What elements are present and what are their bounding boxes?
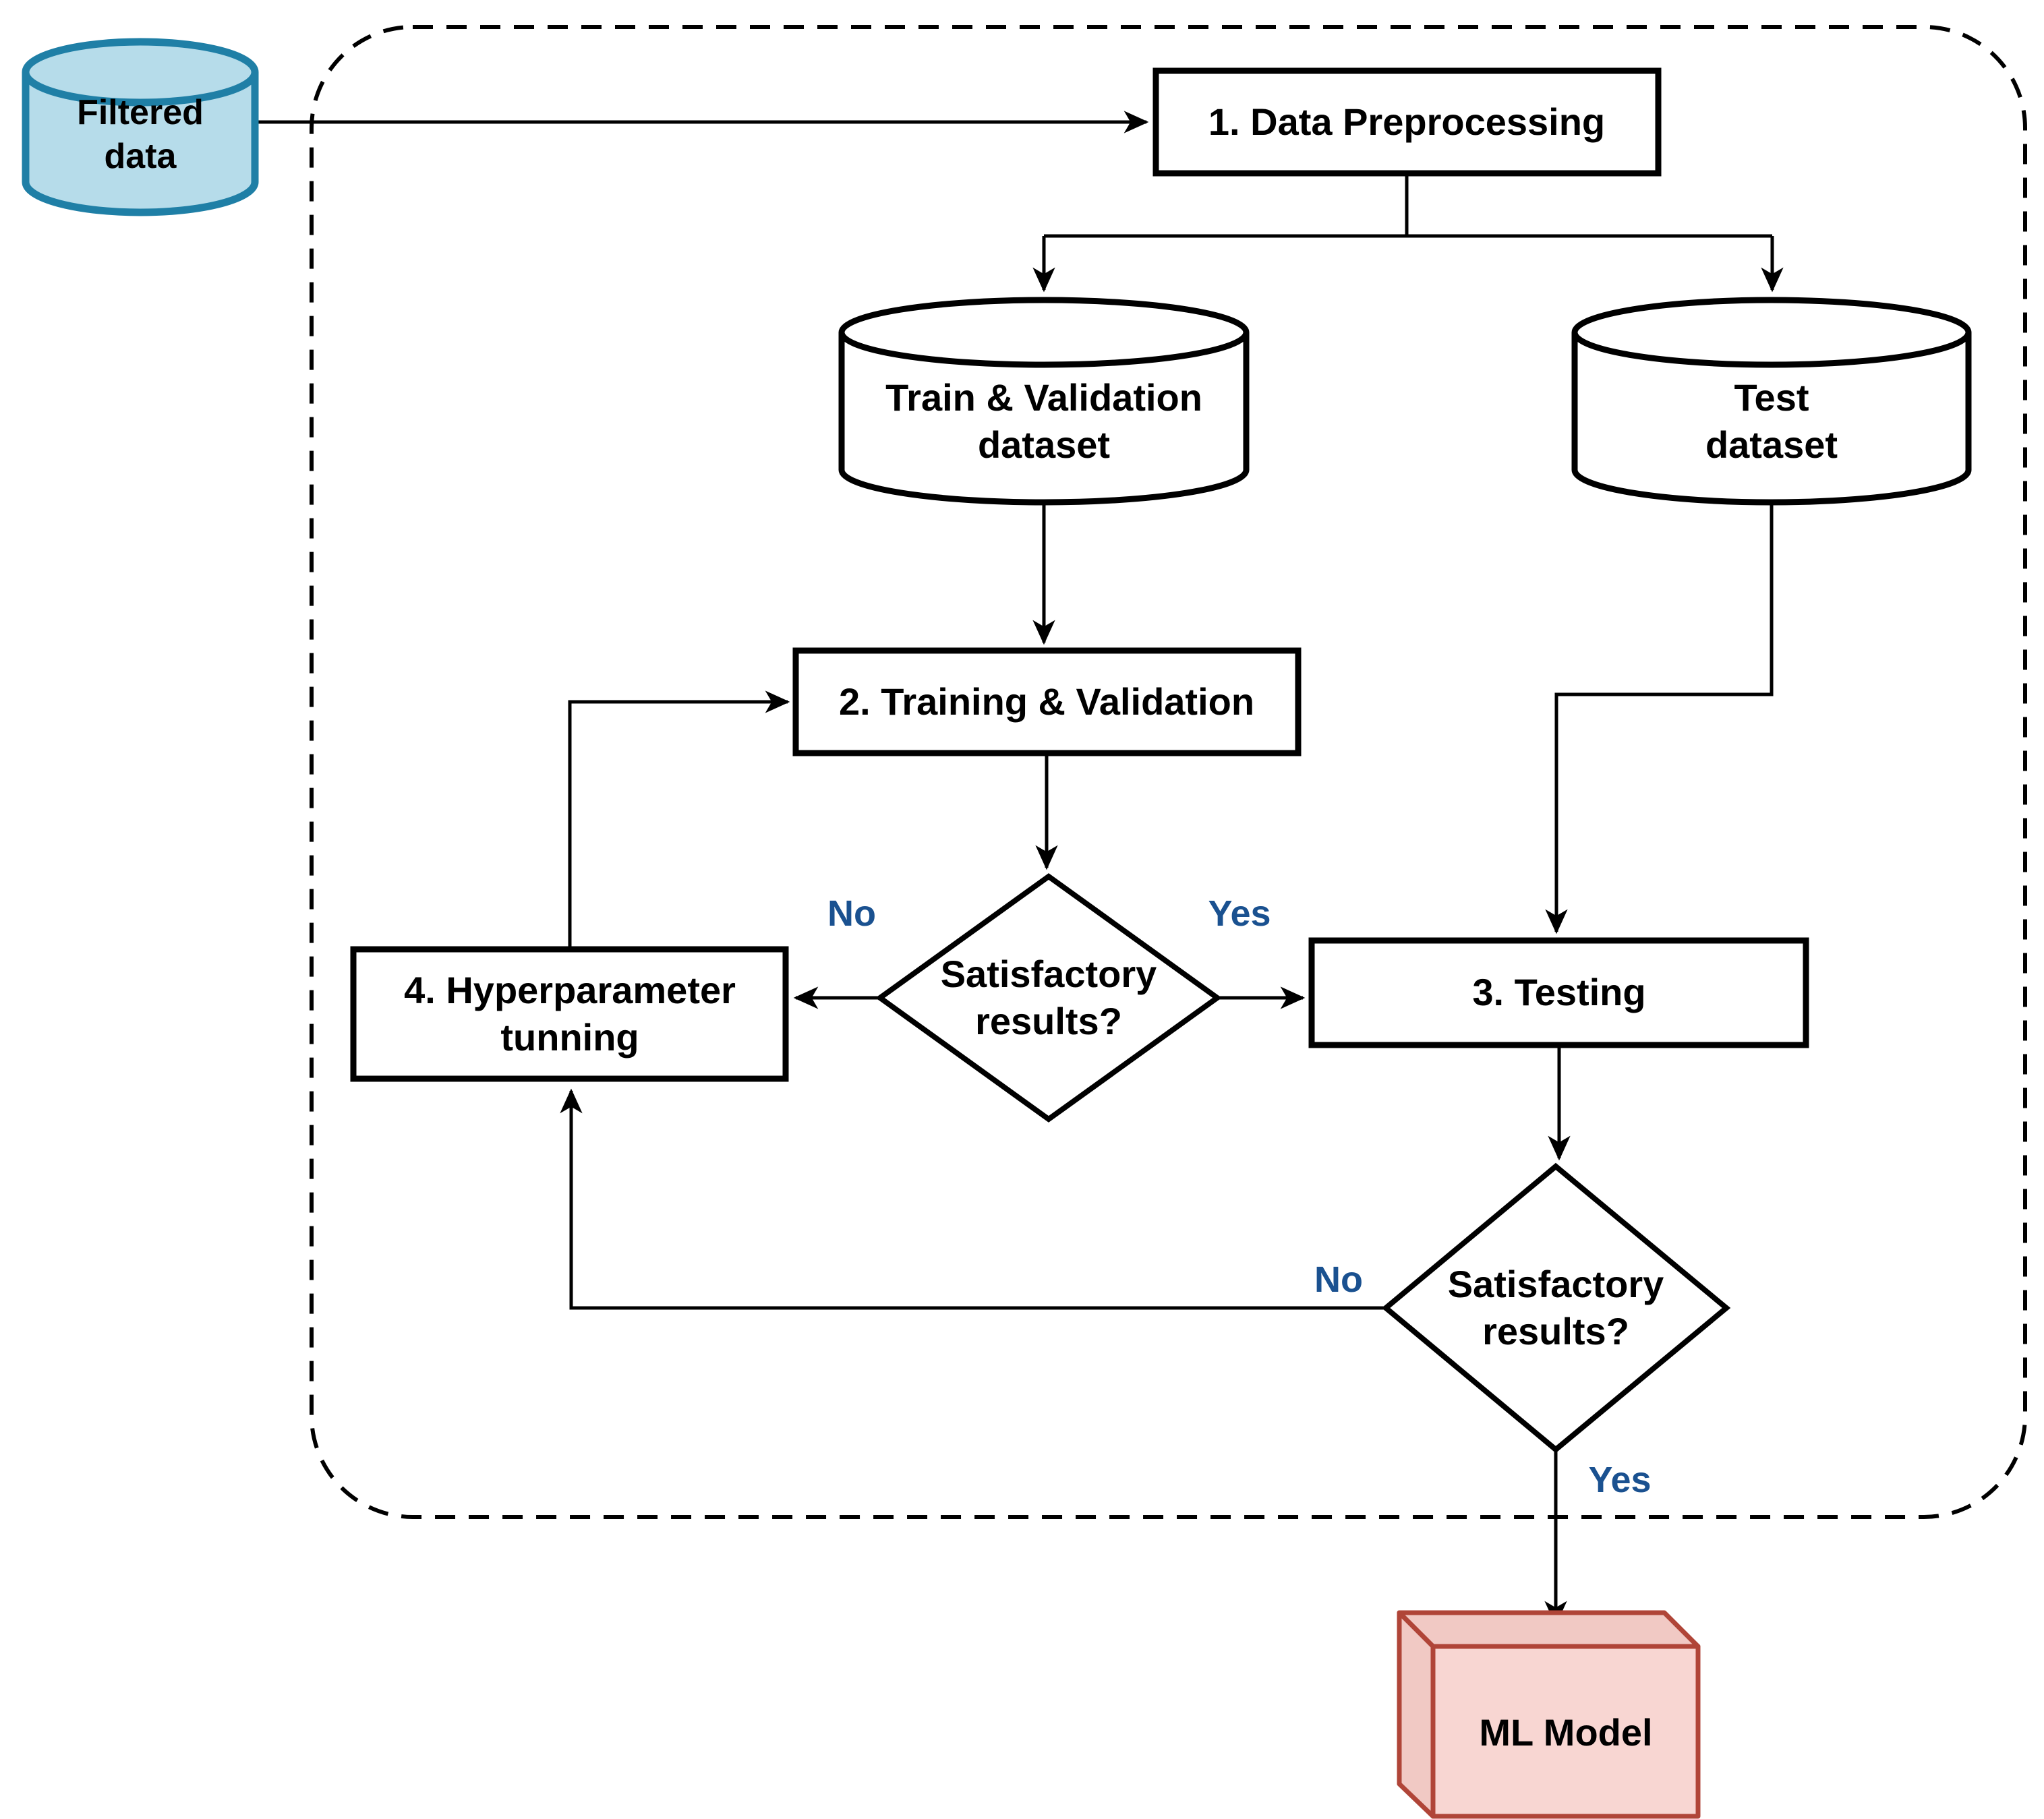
decision2-diamond: [1381, 1162, 1731, 1454]
loop-hyperparameter-to-training: [568, 690, 790, 949]
loop-decision2-no-to-hyperparameter: [560, 1088, 1386, 1310]
connector-preprocessing-split: [1044, 173, 1772, 238]
test-cylinder: [1571, 297, 1972, 506]
hyperparameter-box: [350, 946, 789, 1082]
dashed-pipeline-boundary: [310, 25, 2027, 1519]
trainval-cylinder: [838, 297, 1250, 506]
preprocessing-box: [1152, 67, 1662, 177]
filtered-data-cylinder: [22, 38, 259, 216]
connector-test-to-testing: [1545, 504, 1774, 934]
ml-model-cube: [1397, 1610, 1701, 1819]
ml-model-cube-top-face: [1397, 1610, 1701, 1649]
decision1-diamond: [875, 873, 1222, 1123]
ml-model-cube-left-face: [1397, 1610, 1436, 1819]
training-box: [792, 647, 1302, 756]
testing-box: [1308, 937, 1809, 1048]
ml-model-cube-front-face: [1430, 1644, 1701, 1819]
